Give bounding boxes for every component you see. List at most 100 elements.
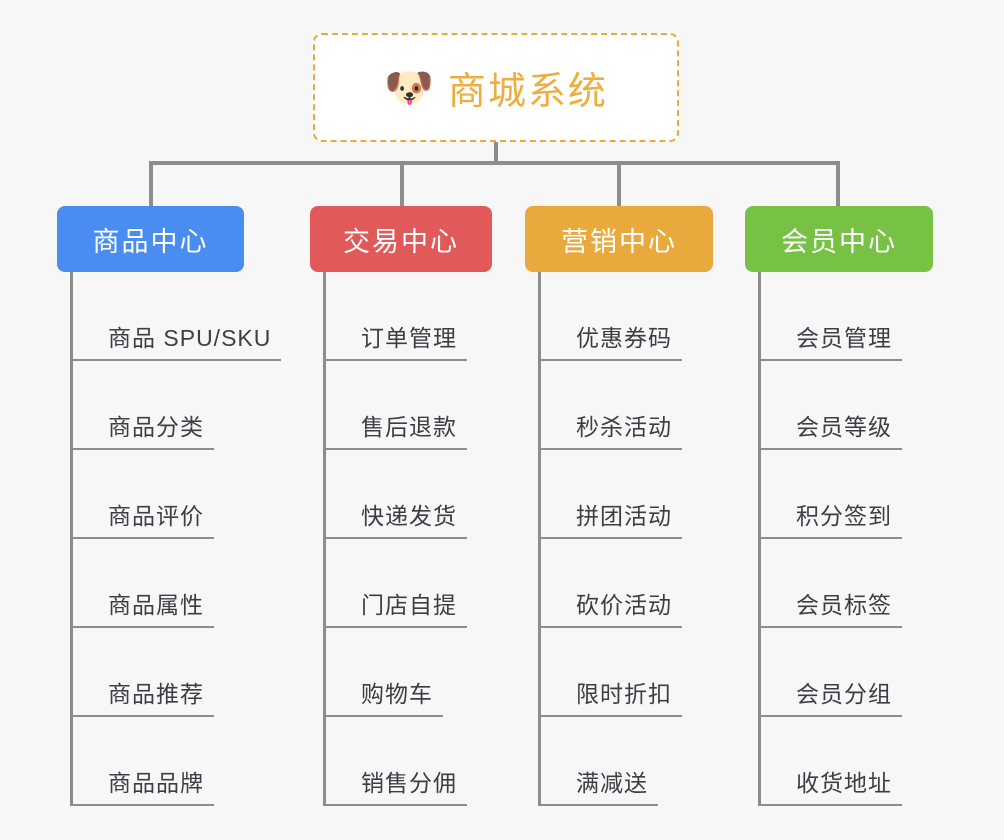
column-header-marketing-center[interactable]: 营销中心: [525, 206, 713, 272]
list-item[interactable]: 商品分类: [57, 361, 244, 450]
list-item-label: 门店自提: [361, 592, 457, 618]
list-item-underline: 满减送: [538, 764, 658, 806]
list-item-label: 商品分类: [108, 414, 204, 440]
list-item-underline: 快递发货: [323, 497, 467, 539]
column-header-label: 营销中心: [561, 226, 677, 257]
column-marketing-center: 营销中心优惠券码秒杀活动拼团活动砍价活动限时折扣满减送: [525, 206, 713, 806]
column-spine: [323, 272, 326, 806]
list-item[interactable]: 秒杀活动: [525, 361, 713, 450]
list-item[interactable]: 积分签到: [745, 450, 933, 539]
list-item-label: 会员管理: [796, 325, 892, 351]
list-item-label: 销售分佣: [361, 770, 457, 796]
column-items-marketing-center: 优惠券码秒杀活动拼团活动砍价活动限时折扣满减送: [525, 272, 713, 806]
list-item[interactable]: 商品 SPU/SKU: [57, 272, 282, 361]
list-item[interactable]: 商品评价: [57, 450, 244, 539]
list-item-underline: 销售分佣: [323, 764, 467, 806]
list-item-label: 订单管理: [361, 325, 457, 351]
list-item-underline: 会员标签: [758, 586, 902, 628]
list-item-label: 商品属性: [108, 592, 204, 618]
list-item-label: 快递发货: [361, 503, 457, 529]
list-item[interactable]: 限时折扣: [525, 628, 713, 717]
list-item[interactable]: 会员等级: [745, 361, 933, 450]
list-item-label: 商品 SPU/SKU: [108, 325, 272, 351]
list-item-label: 会员标签: [796, 592, 892, 618]
list-item[interactable]: 优惠券码: [525, 272, 713, 361]
list-item-underline: 商品评价: [70, 497, 214, 539]
list-item-underline: 售后退款: [323, 408, 467, 450]
connector-drop-3: [617, 161, 621, 208]
list-item-label: 积分签到: [796, 503, 892, 529]
root-node[interactable]: 🐶 商城系统: [313, 33, 679, 142]
column-spine: [758, 272, 761, 806]
list-item[interactable]: 会员标签: [745, 539, 933, 628]
list-item[interactable]: 商品属性: [57, 539, 244, 628]
column-header-label: 会员中心: [781, 226, 897, 257]
connector-drop-2: [400, 161, 404, 208]
list-item[interactable]: 门店自提: [310, 539, 492, 628]
list-item-underline: 商品属性: [70, 586, 214, 628]
list-item-underline: 购物车: [323, 675, 443, 717]
column-spine: [538, 272, 541, 806]
connector-drop-4: [836, 161, 840, 208]
list-item-label: 售后退款: [361, 414, 457, 440]
list-item-label: 收货地址: [796, 770, 892, 796]
list-item-underline: 商品 SPU/SKU: [70, 319, 282, 361]
list-item-underline: 拼团活动: [538, 497, 682, 539]
list-item-label: 商品品牌: [108, 770, 204, 796]
list-item-label: 限时折扣: [576, 681, 672, 707]
list-item-underline: 会员管理: [758, 319, 902, 361]
list-item-underline: 限时折扣: [538, 675, 682, 717]
list-item[interactable]: 收货地址: [745, 717, 933, 806]
list-item-label: 会员等级: [796, 414, 892, 440]
column-items-member-center: 会员管理会员等级积分签到会员标签会员分组收货地址: [745, 272, 933, 806]
list-item-underline: 收货地址: [758, 764, 902, 806]
column-items-trade-center: 订单管理售后退款快递发货门店自提购物车销售分佣: [310, 272, 492, 806]
connector-horizontal-bar: [149, 161, 840, 165]
column-header-trade-center[interactable]: 交易中心: [310, 206, 492, 272]
list-item-label: 会员分组: [796, 681, 892, 707]
column-header-label: 交易中心: [343, 226, 459, 257]
list-item-label: 砍价活动: [576, 592, 672, 618]
list-item-label: 满减送: [576, 770, 648, 796]
list-item[interactable]: 销售分佣: [310, 717, 492, 806]
list-item[interactable]: 商品品牌: [57, 717, 244, 806]
connector-drop-1: [149, 161, 153, 208]
list-item[interactable]: 会员分组: [745, 628, 933, 717]
column-header-label: 商品中心: [92, 226, 209, 257]
column-member-center: 会员中心会员管理会员等级积分签到会员标签会员分组收货地址: [745, 206, 933, 806]
list-item[interactable]: 售后退款: [310, 361, 492, 450]
list-item-underline: 积分签到: [758, 497, 902, 539]
list-item[interactable]: 砍价活动: [525, 539, 713, 628]
list-item-underline: 优惠券码: [538, 319, 682, 361]
connector-stem: [494, 142, 498, 164]
list-item-underline: 商品品牌: [70, 764, 214, 806]
list-item-underline: 秒杀活动: [538, 408, 682, 450]
list-item-label: 拼团活动: [576, 503, 672, 529]
list-item[interactable]: 快递发货: [310, 450, 492, 539]
list-item[interactable]: 满减送: [525, 717, 713, 806]
column-items-product-center: 商品 SPU/SKU 商品分类商品评价商品属性商品推荐商品品牌: [57, 272, 282, 806]
list-item-underline: 会员分组: [758, 675, 902, 717]
list-item[interactable]: 订单管理: [310, 272, 492, 361]
column-trade-center: 交易中心订单管理售后退款快递发货门店自提购物车销售分佣: [310, 206, 492, 806]
list-item[interactable]: 购物车: [310, 628, 492, 717]
list-item[interactable]: 会员管理: [745, 272, 933, 361]
list-item-underline: 会员等级: [758, 408, 902, 450]
list-item[interactable]: 商品推荐: [57, 628, 244, 717]
column-spine: [70, 272, 73, 806]
list-item[interactable]: 拼团活动: [525, 450, 713, 539]
list-item-label: 商品推荐: [108, 681, 204, 707]
list-item-label: 商品评价: [108, 503, 204, 529]
list-item-underline: 商品推荐: [70, 675, 214, 717]
list-item-underline: 砍价活动: [538, 586, 682, 628]
root-title: 商城系统: [447, 71, 608, 113]
column-header-product-center[interactable]: 商品中心: [57, 206, 244, 272]
list-item-label: 优惠券码: [576, 325, 672, 351]
list-item-underline: 门店自提: [323, 586, 467, 628]
list-item-underline: 商品分类: [70, 408, 214, 450]
column-header-member-center[interactable]: 会员中心: [745, 206, 933, 272]
list-item-label: 购物车: [361, 681, 433, 707]
column-product-center: 商品中心商品 SPU/SKU 商品分类商品评价商品属性商品推荐商品品牌: [57, 206, 282, 806]
dog-face-icon: 🐶: [384, 65, 434, 110]
list-item-label: 秒杀活动: [576, 414, 672, 440]
